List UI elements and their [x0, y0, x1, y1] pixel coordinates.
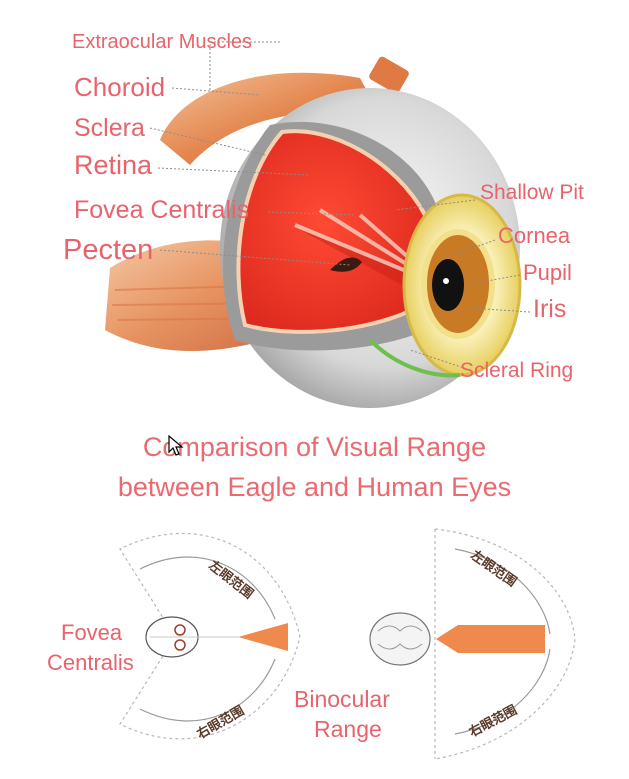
human-upper-arc [454, 548, 551, 635]
human-right-field-label: 右眼范围 [465, 702, 519, 741]
label-range: Range [314, 716, 382, 742]
eagle-binocular-wedge [238, 623, 288, 651]
top-muscle-tab [369, 56, 409, 94]
eagle-eye-top [174, 624, 186, 636]
label-binocular: Binocular [294, 686, 390, 712]
visual-range-comparison: 左眼范围 右眼范围 左眼范围 右眼范围 [119, 528, 576, 760]
human-binocular-wedge [436, 625, 545, 653]
eagle-left-field-label: 左眼范围 [206, 558, 257, 603]
label-extraocular-muscles: Extraocular Muscles [72, 31, 253, 53]
eagle-upper-arc [139, 556, 276, 620]
pecten-structure [330, 257, 362, 272]
label-pecten: Pecten [63, 234, 154, 266]
label-retina: Retina [74, 150, 153, 180]
eagle-field-diagram [119, 533, 301, 740]
leader-lines [149, 41, 531, 371]
pupil-highlight [443, 278, 449, 284]
label-fovea: Fovea [61, 620, 123, 645]
label-iris: Iris [533, 295, 567, 323]
label-fovea-centralis: Fovea Centralis [74, 196, 250, 224]
retina-layer [236, 129, 433, 334]
human-field-diagram [369, 528, 576, 760]
mouse-cursor-icon [168, 435, 184, 456]
label-scleral-ring: Scleral Ring [460, 359, 574, 382]
eagle-lower-arc [139, 658, 276, 722]
comparison-title-line2: between Eagle and Human Eyes [117, 472, 512, 502]
label-choroid: Choroid [74, 72, 166, 102]
label-centralis: Centralis [47, 650, 134, 675]
pupil-shape [432, 259, 464, 311]
eye-anatomy-illustration [105, 41, 531, 408]
eagle-field-arc [119, 533, 301, 740]
label-cornea: Cornea [498, 223, 571, 248]
human-brain-icon [369, 612, 431, 666]
human-left-field-label: 左眼范围 [468, 547, 520, 590]
human-lower-arc [454, 648, 551, 735]
comparison-title-line1: Comparison of Visual Range [142, 432, 487, 462]
label-pupil: Pupil [523, 260, 572, 285]
label-sclera: Sclera [74, 114, 145, 142]
label-shallow-pit: Shallow Pit [480, 181, 584, 204]
eagle-eye-bottom [174, 639, 186, 651]
green-rim [368, 338, 461, 378]
brain-folds [377, 625, 423, 650]
